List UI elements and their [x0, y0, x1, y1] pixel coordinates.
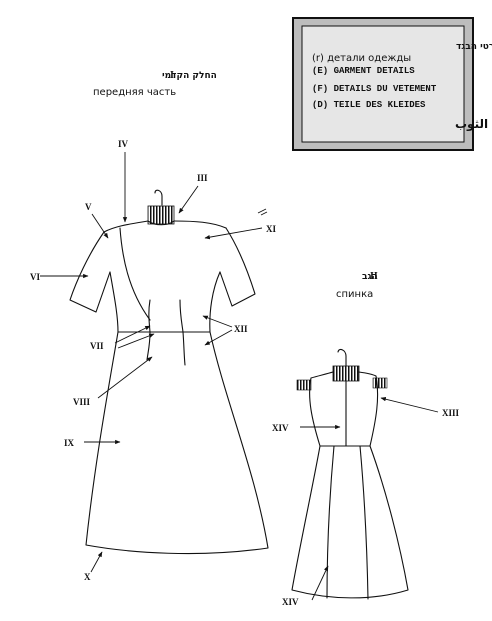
back-hanger-icon — [337, 348, 347, 368]
leader-lines — [40, 152, 439, 601]
label-XIV-bottom: XIV — [282, 597, 299, 607]
back-bodice — [309, 371, 379, 447]
back-skirt — [291, 445, 409, 599]
label-VII: VII — [90, 341, 104, 351]
legend-box: פרטי הבגד (r) детали одежды (E) GARMENT … — [292, 17, 492, 151]
label-IX: IX — [64, 438, 75, 448]
legend-french: (F) DETAILS DU VETEMENT — [312, 84, 437, 94]
front-right-sleeve — [219, 227, 256, 307]
back-section-russian: спинка — [336, 289, 373, 300]
back-section-numeral: II — [370, 271, 378, 282]
label-V: V — [85, 202, 92, 212]
legend-russian: (r) детали одежды — [312, 53, 411, 64]
front-section-header: I החלק הקדמי передняя часть — [93, 70, 217, 98]
back-section-hebrew: הגב — [362, 272, 378, 282]
label-X: X — [84, 572, 91, 582]
label-XII: XII — [234, 324, 248, 334]
front-section-hebrew: החלק הקדמי — [162, 71, 217, 81]
label-VI: VI — [30, 272, 40, 282]
front-skirt — [85, 331, 269, 555]
back-collar — [332, 365, 360, 382]
label-XIII: XIII — [442, 408, 460, 418]
legend-arabic: اجزاء الثوب — [455, 117, 492, 132]
label-IV: IV — [118, 139, 129, 149]
label-XIV-top: XIV — [272, 423, 289, 433]
front-dress — [69, 189, 269, 555]
front-section-russian: передняя часть — [93, 87, 176, 98]
part-labels: IV III V XI VI XII VII VIII IX X XIV XII… — [30, 139, 460, 607]
front-collar — [147, 205, 175, 225]
front-hanger-icon — [154, 189, 163, 206]
label-VIII: VIII — [73, 397, 91, 407]
front-section-numeral: I — [170, 70, 174, 81]
legend-english: (E) GARMENT DETAILS — [312, 66, 415, 76]
back-section-header: II הגב спинка — [336, 271, 378, 300]
legend-german: (D) TEILE DES KLEIDES — [312, 100, 426, 110]
legend-hebrew: פרטי הבגד — [456, 42, 492, 52]
label-III: III — [197, 173, 208, 183]
back-dress — [291, 348, 409, 600]
front-left-sleeve — [69, 231, 111, 313]
label-XI: XI — [266, 224, 276, 234]
